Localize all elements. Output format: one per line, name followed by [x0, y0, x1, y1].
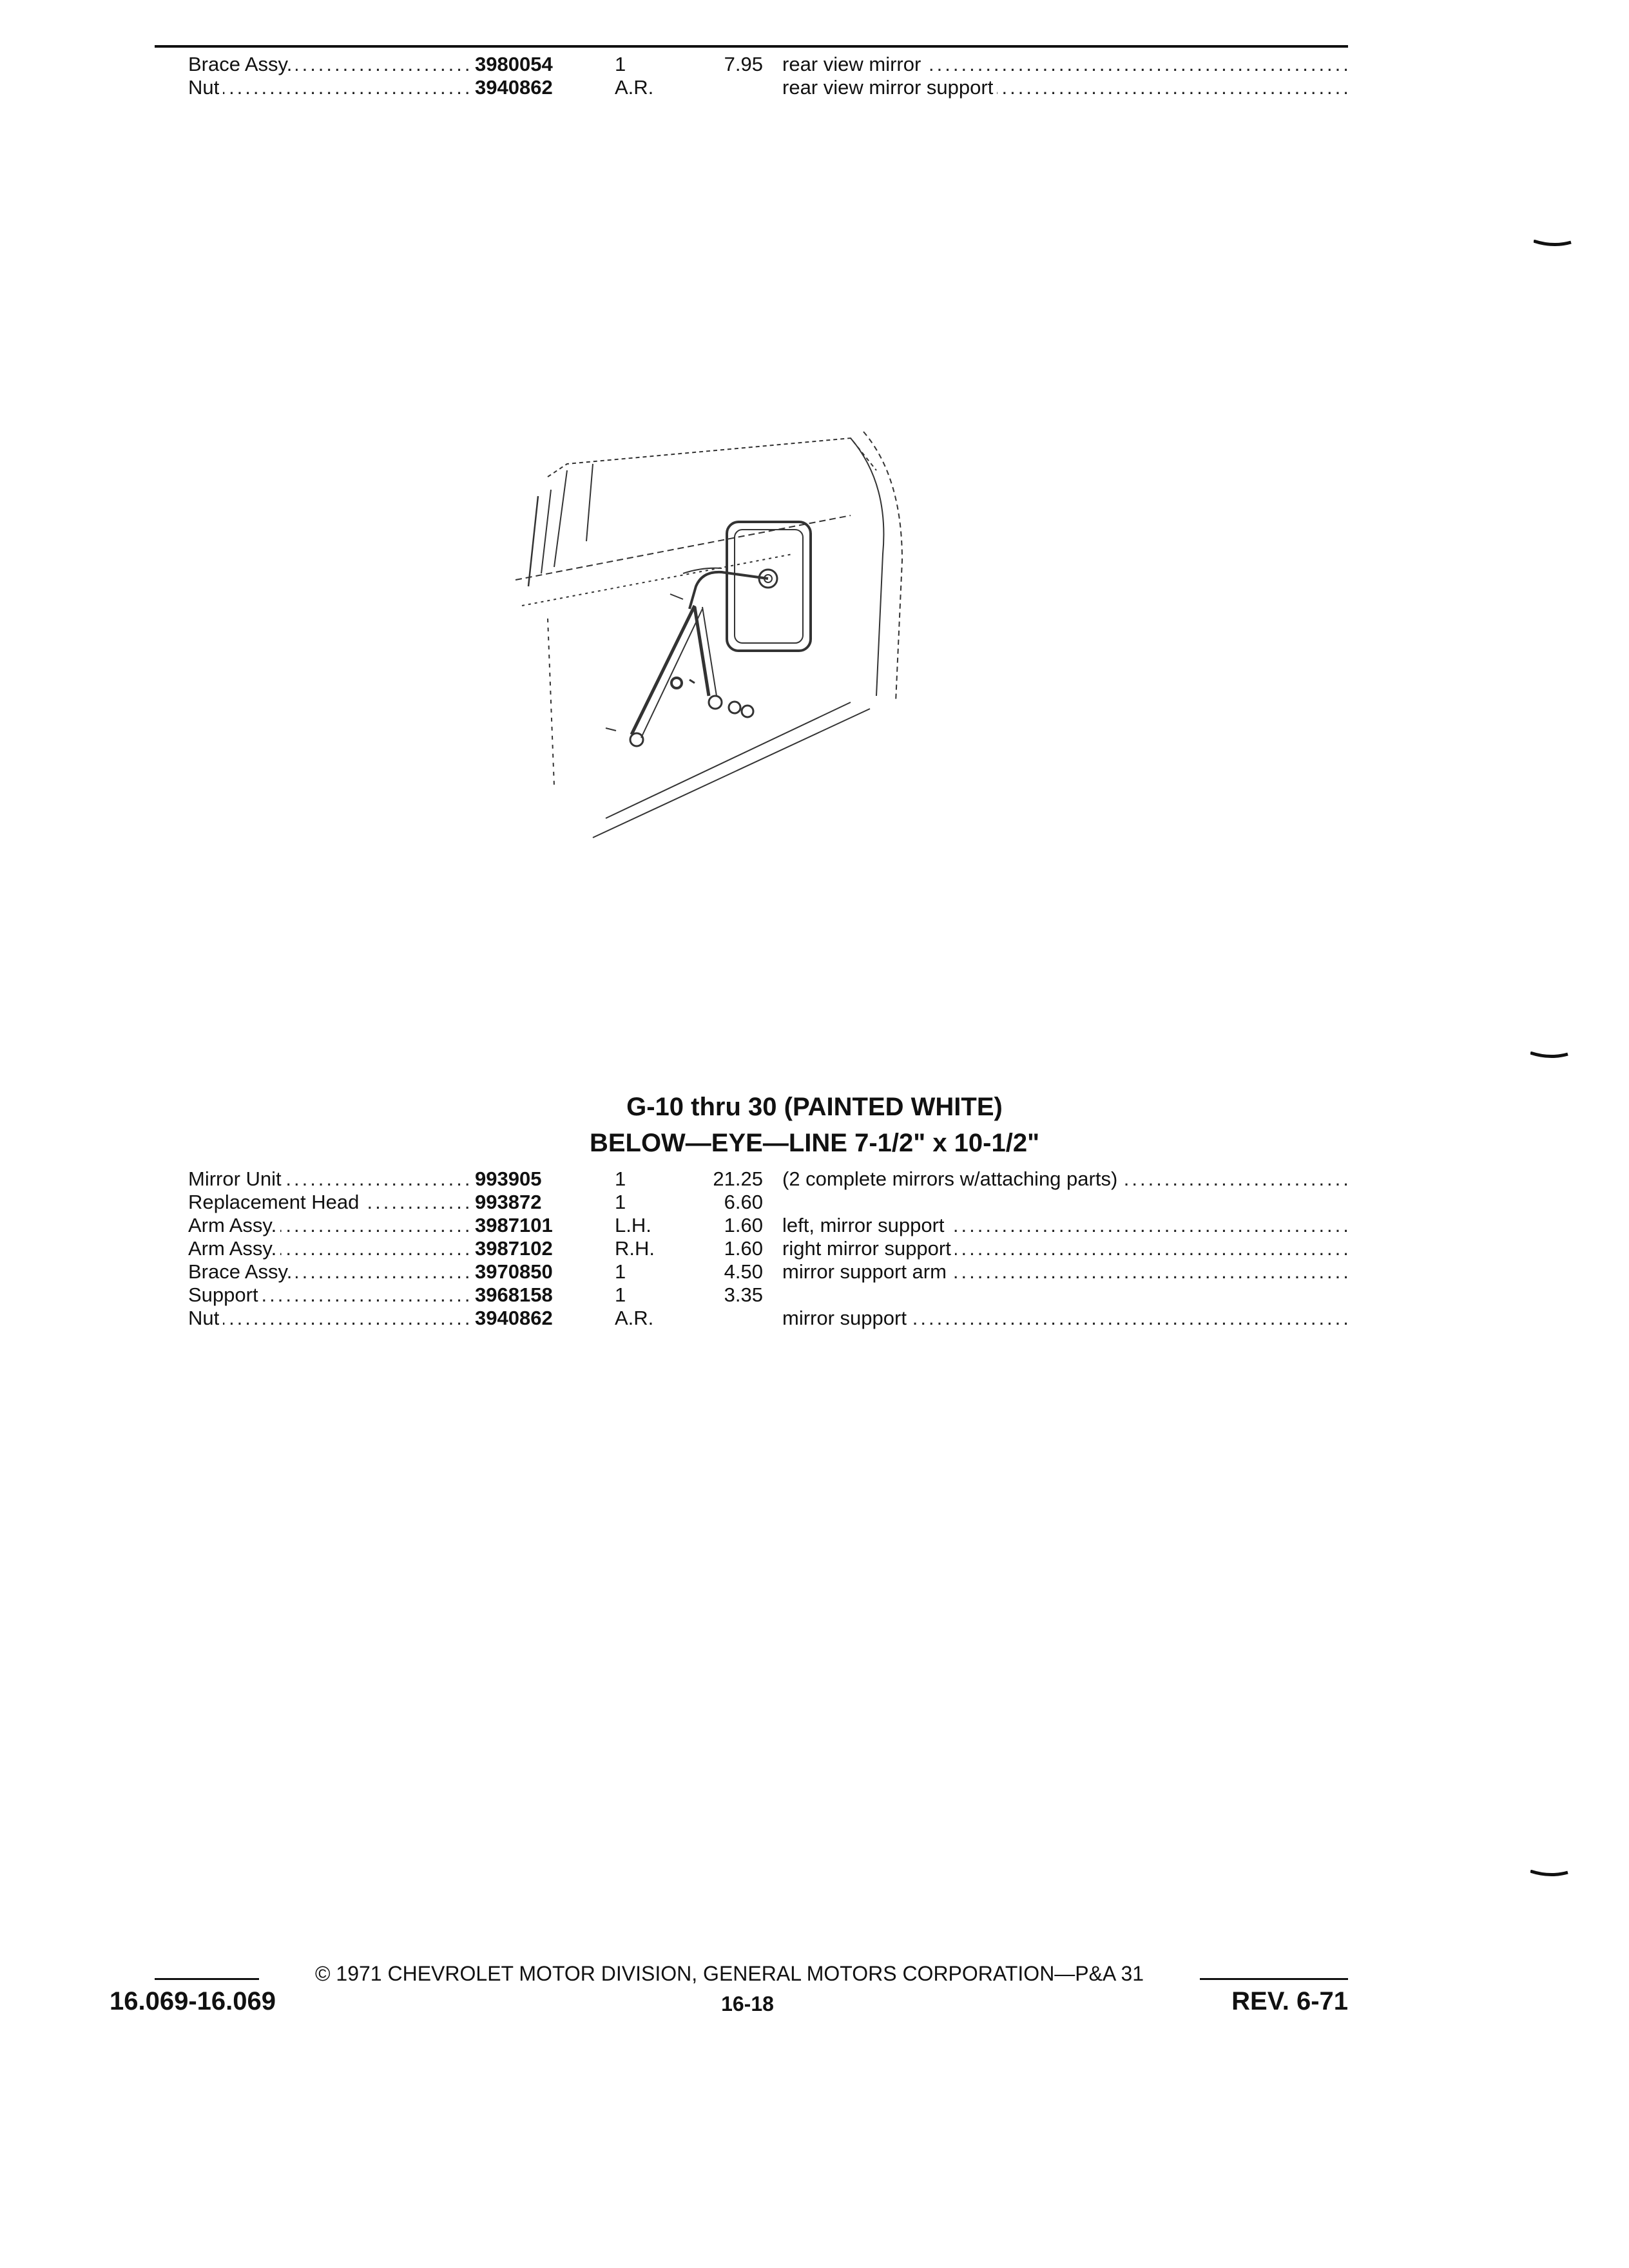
edge-mark	[1534, 240, 1572, 246]
desc-cell: ........................................…	[188, 1307, 472, 1329]
part-number: 3970850	[475, 1260, 553, 1283]
price: 1.60	[724, 1214, 763, 1236]
catalog-code: 16.069-16.069	[110, 1987, 276, 2015]
price: 6.60	[724, 1191, 763, 1213]
usage-cell: ........................................…	[782, 53, 1349, 75]
edge-mark	[1530, 1870, 1568, 1876]
table-row: ........................................…	[188, 1214, 1354, 1237]
quantity: 1	[615, 1168, 626, 1190]
part-number: 3940862	[475, 76, 553, 99]
price: 3.35	[724, 1283, 763, 1306]
footer-rule-left	[155, 1978, 259, 1980]
table-row: ........................................…	[188, 1237, 1354, 1260]
quantity: A.R.	[615, 1307, 654, 1329]
usage-cell	[782, 1191, 1349, 1214]
quantity: 1	[615, 1283, 626, 1306]
section-title: G-10 thru 30 (PAINTED WHITE)	[626, 1093, 1003, 1121]
table-row: ........................................…	[188, 1191, 1354, 1214]
part-number: 3987102	[475, 1237, 553, 1260]
part-number: 3940862	[475, 1307, 553, 1329]
usage-cell: ........................................…	[782, 76, 1349, 99]
footer: © 1971 CHEVROLET MOTOR DIVISION, GENERAL…	[0, 1959, 1629, 2049]
page-number: 16-18	[721, 1992, 774, 2015]
part-number: 993905	[475, 1168, 542, 1190]
desc-cell: ........................................…	[188, 76, 472, 99]
table-row: ........................................…	[188, 1168, 1354, 1191]
quantity: 1	[615, 1191, 626, 1213]
table-row: ........................................…	[188, 1283, 1354, 1307]
desc-cell: ........................................…	[188, 1237, 472, 1260]
quantity: A.R.	[615, 76, 654, 99]
edge-mark	[1530, 1052, 1568, 1058]
footer-rule-right	[1200, 1978, 1348, 1980]
parts-table: ........................................…	[188, 1168, 1354, 1335]
desc-cell: ........................................…	[188, 53, 472, 75]
usage-cell: ........................................…	[782, 1168, 1349, 1191]
revision: REV. 6-71	[1231, 1987, 1348, 2015]
quantity: R.H.	[615, 1237, 655, 1260]
part-number: 3987101	[475, 1214, 553, 1236]
table-row: ........................................…	[188, 1307, 1354, 1330]
top-rule	[155, 45, 1348, 48]
top-parts-table: ........................................…	[188, 53, 1354, 111]
quantity: 1	[615, 1260, 626, 1283]
table-row: ........................................…	[188, 1260, 1354, 1283]
quantity: L.H.	[615, 1214, 651, 1236]
copyright-line: © 1971 CHEVROLET MOTOR DIVISION, GENERAL…	[314, 1962, 1144, 1985]
part-number: 3980054	[475, 53, 553, 75]
usage-cell	[782, 1283, 1349, 1307]
table-row: ........................................…	[188, 53, 1354, 76]
table-row: ........................................…	[188, 76, 1354, 99]
usage-cell: ........................................…	[782, 1214, 1349, 1236]
part-number: 3968158	[475, 1283, 553, 1306]
price: 1.60	[724, 1237, 763, 1260]
usage-cell: ........................................…	[782, 1307, 1349, 1329]
price: 21.25	[713, 1168, 763, 1190]
mirror-illustration	[515, 431, 903, 838]
quantity: 1	[615, 53, 626, 75]
usage-cell: ........................................…	[782, 1237, 1349, 1260]
desc-cell: ........................................…	[188, 1168, 472, 1190]
desc-cell: ........................................…	[188, 1283, 472, 1306]
desc-cell: ........................................…	[188, 1191, 472, 1214]
usage-cell: ........................................…	[782, 1260, 1349, 1283]
part-number: 993872	[475, 1191, 542, 1213]
price: 7.95	[724, 53, 763, 75]
desc-cell: ........................................…	[188, 1214, 472, 1236]
price: 4.50	[724, 1260, 763, 1283]
desc-cell: ........................................…	[188, 1260, 472, 1283]
section-subtitle: BELOW—EYE—LINE 7-1/2" x 10-1/2"	[589, 1129, 1040, 1157]
